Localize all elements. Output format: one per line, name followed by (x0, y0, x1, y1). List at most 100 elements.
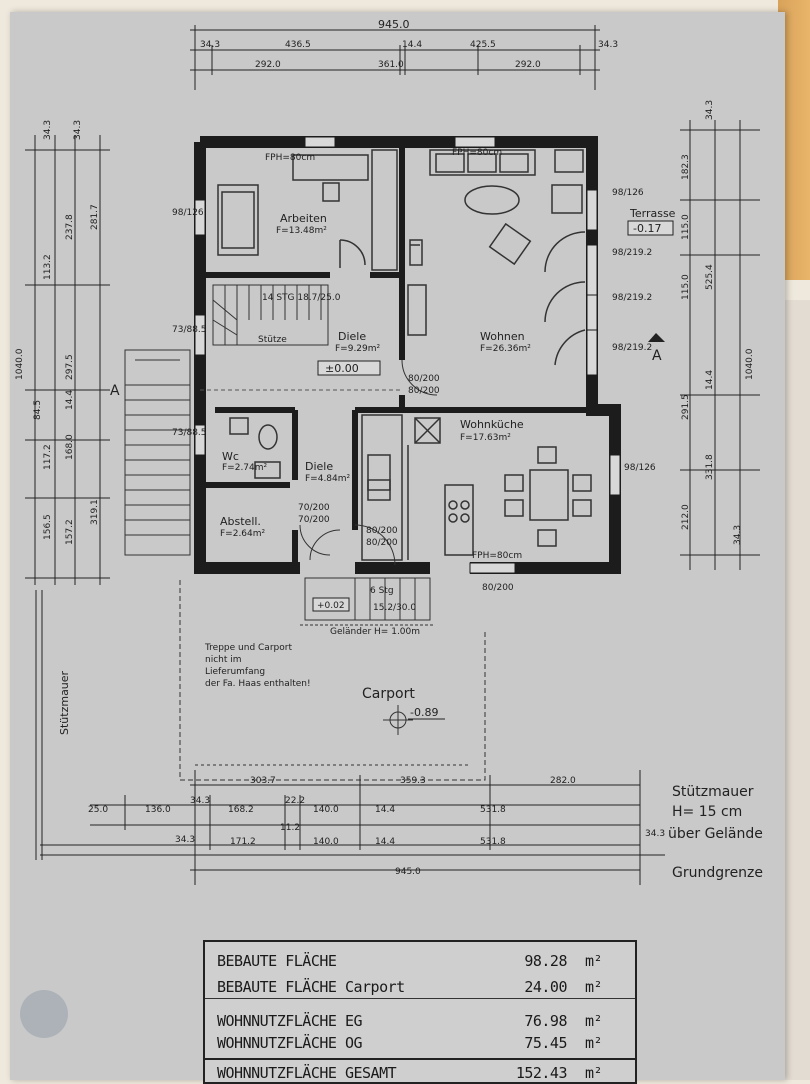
room-wc-name: Wc (222, 450, 239, 463)
carport-note-2: nicht im (205, 655, 242, 665)
carport-outline (179, 580, 486, 781)
dim-right-total: 1040.0 (745, 348, 755, 380)
dim-top-5: 34.3 (598, 40, 618, 50)
room-wohnen-area: F=26.36m² (480, 344, 531, 354)
wc-fixtures (229, 417, 281, 479)
area-label: WOHNNUTZFLÄCHE OG (217, 1034, 363, 1052)
dim-right-8: 331.8 (705, 454, 715, 480)
section-arrow-right (648, 333, 665, 342)
stuetzmauer-label-1: Stützmauer (672, 784, 754, 800)
dim-left-10: 113.2 (43, 254, 53, 280)
dim-top-7: 361.0 (378, 60, 404, 70)
floor-plan-drawing: 945.0 34.3 436.5 14.4 425.5 34.3 292.0 3… (15, 18, 763, 885)
terrasse-label: Terrasse (629, 207, 676, 220)
exterior-stair-left (124, 349, 191, 556)
dim-bot-c7: 34.3 (645, 829, 665, 839)
fph-label-2: FPH=80cm (452, 148, 502, 158)
dim-left-13: 84.5 (33, 400, 43, 420)
area-row: BEBAUTE FLÄCHE Carport 24.00 m² (217, 978, 603, 996)
carport-note-4: der Fa. Haas enthalten! (205, 679, 311, 689)
top-dimensions (190, 25, 600, 90)
dim-bot-a3: 282.0 (550, 776, 576, 786)
section-marker-right: A (652, 348, 662, 364)
room-diele-lower-area: F=4.84m² (305, 474, 351, 484)
opening-3: 80/200 (366, 526, 398, 536)
dim-bot-b5: 22.2 (285, 796, 305, 806)
right-dimensions (680, 120, 760, 570)
opening-entry: 80/200 (482, 583, 514, 593)
carport-level: -0.89 (410, 706, 438, 719)
dim-left-total: 1040.0 (15, 348, 25, 380)
dim-left-6: 157.2 (65, 519, 75, 545)
level-zero-label: ±0.00 (325, 362, 359, 375)
door-diele-wohnen (401, 359, 438, 396)
opening-w7: 73/88.5 (172, 325, 207, 335)
dim-bot-b2: 136.0 (145, 805, 171, 815)
entry-steps-ratio: 15.2/30.0 (373, 603, 416, 613)
room-arbeiten-name: Arbeiten (280, 212, 327, 225)
room-wohnkueche-name: Wohnküche (460, 418, 524, 431)
staircase (212, 284, 329, 346)
entry-steps-count: 6 Stg (370, 586, 394, 596)
dim-bottom-total: 945.0 (395, 867, 421, 877)
dim-top-4: 425.5 (470, 40, 496, 50)
interior-walls (200, 142, 600, 565)
arbeiten-furniture (217, 149, 398, 271)
stuetzmauer-label-2: H= 15 cm (672, 804, 742, 820)
stuetzmauer-label-3: über Gelände (668, 826, 763, 842)
dim-left-7: 319.1 (90, 499, 100, 525)
opening-w6: 98/126 (172, 208, 204, 218)
dim-bot-c6: 531.8 (480, 837, 506, 847)
area-value: 76.98 (524, 1012, 567, 1030)
dim-right-5: 115.0 (681, 274, 691, 300)
stair-text: 14 STG 18.7/25.0 (262, 293, 341, 303)
stuetze-label: Stütze (258, 335, 287, 345)
dim-top-3: 14.4 (402, 40, 422, 50)
opening-1: 80/200 (408, 374, 440, 384)
dim-top-1: 34.3 (200, 40, 220, 50)
area-unit: m² (585, 952, 603, 970)
area-label: WOHNNUTZFLÄCHE GESAMT (217, 1064, 397, 1082)
fph-label-1: FPH=80cm (265, 153, 315, 163)
opening-2: 70/200 (298, 503, 330, 513)
opening-w8: 73/88.5 (172, 428, 207, 438)
area-summary-table: BEBAUTE FLÄCHE 98.28 m² BEBAUTE FLÄCHE C… (203, 940, 637, 1084)
dim-left-2: 34.3 (73, 120, 83, 140)
carport-label: Carport (362, 686, 415, 702)
dim-top-total: 945.0 (378, 18, 410, 31)
area-unit: m² (585, 1034, 603, 1052)
room-wc-area: F=2.74m² (222, 463, 268, 473)
room-wohnen-name: Wohnen (480, 330, 525, 343)
dim-left-5: 297.5 (65, 354, 75, 380)
background-surface (785, 300, 810, 1080)
fph-label-3: FPH=80cm (472, 551, 522, 561)
opening-1b: 80/200 (408, 386, 440, 396)
dim-bot-b3: 34.3 (190, 796, 210, 806)
dim-right-1: 34.3 (705, 100, 715, 120)
carport-note-3: Lieferumfang (205, 667, 265, 677)
dim-bot-b7: 14.4 (375, 805, 395, 815)
dim-top-6: 292.0 (255, 60, 281, 70)
dim-right-6: 14.4 (705, 370, 715, 390)
dim-bot-b1: 25.0 (88, 805, 108, 815)
dim-left-9: 168.0 (65, 434, 75, 460)
dim-bot-a1: 303.7 (250, 776, 276, 786)
area-unit: m² (585, 1012, 603, 1030)
room-diele-upper-area: F=9.29m² (335, 344, 381, 354)
opening-w3: 98/219.2 (612, 293, 652, 303)
terrasse-level: -0.17 (633, 222, 661, 235)
grundgrenze-label: Grundgrenze (672, 865, 763, 881)
area-value: 98.28 (524, 952, 567, 970)
area-row: BEBAUTE FLÄCHE 98.28 m² (217, 952, 603, 970)
room-diele-upper-name: Diele (338, 330, 366, 343)
wohnen-furniture (407, 149, 586, 366)
dim-bot-c3: 11.2 (280, 823, 300, 833)
area-unit: m² (585, 1064, 603, 1082)
stuetzmauer-side-label: Stützmauer (58, 670, 71, 735)
dim-right-3: 115.0 (681, 214, 691, 240)
area-separator-total (205, 1058, 635, 1060)
dim-bot-b6: 140.0 (313, 805, 339, 815)
floor-plan-sheet: 945.0 34.3 436.5 14.4 425.5 34.3 292.0 3… (10, 12, 785, 1080)
dim-left-1: 34.3 (43, 120, 53, 140)
area-value: 152.43 (515, 1064, 568, 1082)
